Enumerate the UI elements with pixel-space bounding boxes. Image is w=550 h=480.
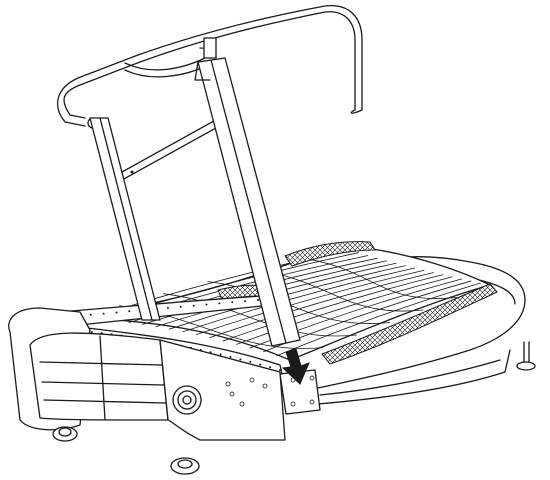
rivet	[257, 299, 259, 301]
rivet	[89, 313, 92, 316]
side-plate	[159, 339, 286, 441]
rivet	[269, 366, 272, 369]
rivet	[166, 306, 169, 309]
rivet	[259, 363, 262, 366]
left-upright-post	[89, 117, 161, 321]
rivet	[239, 358, 242, 361]
rivet	[229, 355, 232, 358]
rivet	[249, 360, 252, 363]
callout-arrow	[281, 348, 310, 385]
base-frame	[304, 349, 511, 406]
rivet	[102, 312, 105, 315]
belt-groove	[163, 293, 357, 337]
rivet	[205, 303, 208, 306]
front-left-wheel	[52, 426, 78, 442]
rivet	[90, 331, 93, 334]
handrail-frame	[56, 5, 363, 181]
front-right-wheel	[170, 457, 200, 475]
rivet	[244, 300, 247, 303]
right-leveling-foot	[516, 341, 536, 371]
rivet	[192, 304, 195, 307]
rivet	[218, 302, 221, 305]
rivet	[115, 311, 118, 314]
rivet	[219, 353, 222, 356]
belt-groove	[295, 256, 457, 299]
belt-slat	[209, 272, 434, 339]
rivet	[279, 369, 281, 371]
belt-slat	[276, 282, 481, 357]
belt-slat	[182, 267, 416, 333]
rear-mesh-grip	[321, 283, 498, 365]
belt-slat	[236, 276, 453, 345]
belt-slat	[222, 274, 444, 342]
rivet	[209, 351, 212, 354]
right-upright-post	[194, 57, 301, 347]
front-drum-housing	[8, 307, 175, 431]
rivet	[128, 310, 131, 313]
rivet	[231, 301, 234, 304]
rivet	[179, 305, 182, 308]
belt-slat	[195, 269, 425, 336]
